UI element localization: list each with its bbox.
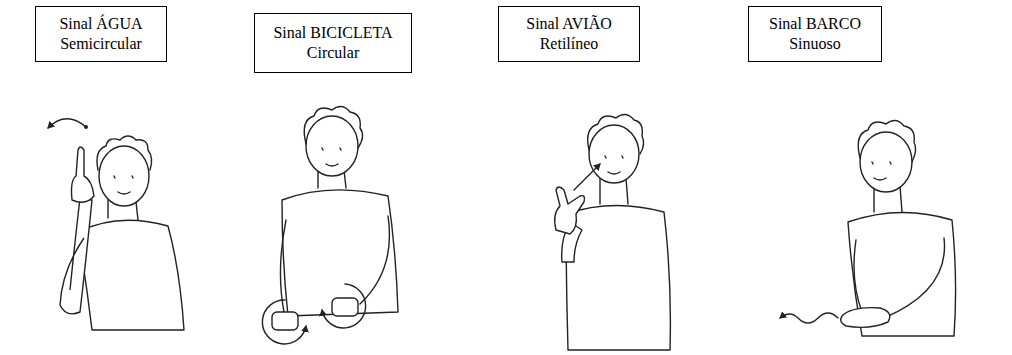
sign-name: Sinal ÁGUA <box>59 14 142 34</box>
fist <box>272 312 298 330</box>
movement-type: Circular <box>307 43 359 63</box>
hair <box>97 136 152 170</box>
circular-arrow <box>322 284 366 328</box>
hair <box>588 114 644 154</box>
sign-label-box: Sinal AVIÃORetilíneo <box>498 6 640 62</box>
head <box>589 125 639 183</box>
hair <box>304 106 362 148</box>
hand <box>72 147 95 202</box>
face <box>114 176 133 194</box>
circular-arrow <box>262 300 306 344</box>
semicircular-arrow <box>48 119 86 128</box>
sinuous-arrow <box>780 313 838 323</box>
person-figure <box>555 114 671 350</box>
movement-type: Semicircular <box>60 34 142 54</box>
fist <box>332 298 358 316</box>
head <box>99 146 149 206</box>
head <box>860 132 912 192</box>
person-figure <box>780 120 956 336</box>
sign-label-box: Sinal BARCOSinuoso <box>748 6 882 62</box>
head <box>306 116 358 176</box>
arms <box>854 238 945 318</box>
hair <box>858 120 915 162</box>
movement-type: Retilíneo <box>540 34 599 54</box>
arrow-start <box>84 125 88 129</box>
sign-name: Sinal AVIÃO <box>526 14 612 34</box>
person-figure <box>48 119 184 330</box>
sign-name: Sinal BARCO <box>769 14 861 34</box>
arms <box>280 216 389 312</box>
hand-y-shape <box>555 187 585 234</box>
torso <box>282 190 398 316</box>
sign-label-box: Sinal ÁGUASemicircular <box>35 6 167 62</box>
sign-name: Sinal BICICLETA <box>273 23 392 43</box>
torso <box>566 205 670 350</box>
raised-arm <box>60 198 92 314</box>
face <box>872 162 891 180</box>
cupped-hands <box>841 308 890 328</box>
torso <box>78 220 184 330</box>
movement-type: Sinuoso <box>789 34 841 54</box>
face <box>322 148 341 166</box>
face <box>605 156 623 174</box>
person-figure <box>262 106 398 344</box>
sign-label-box: Sinal BICICLETACircular <box>254 13 412 73</box>
straight-arrow <box>574 164 600 190</box>
